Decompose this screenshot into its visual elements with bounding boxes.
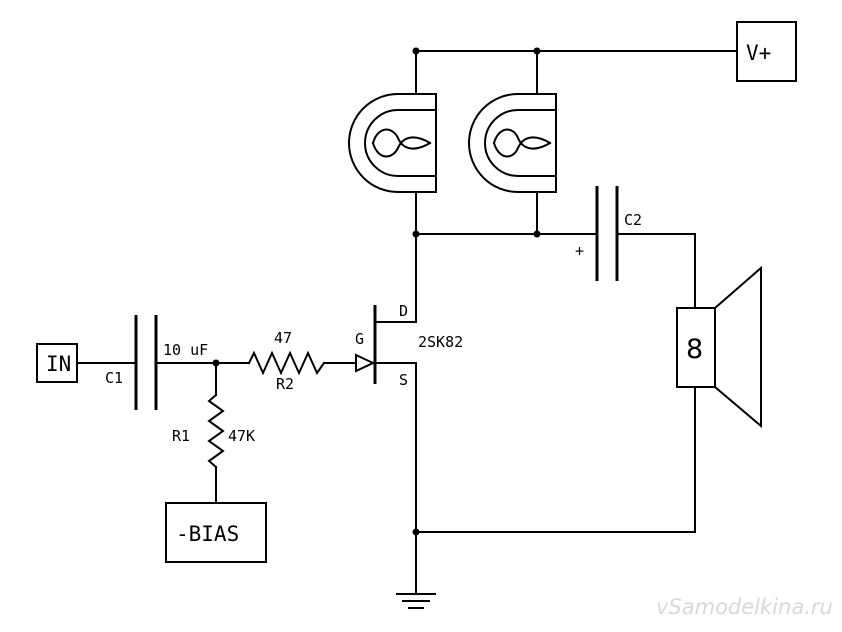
c1-label: C1: [105, 369, 123, 387]
transistor-2sk82: G D S 2SK82: [355, 302, 463, 389]
supply-label: V+: [746, 41, 771, 65]
junction-lamp-bus: [533, 230, 541, 238]
source-label: S: [399, 371, 408, 389]
c2-label: C2: [624, 211, 642, 229]
junction-ground: [412, 528, 420, 536]
input-box: IN: [36, 343, 78, 383]
lamp-2: [468, 50, 557, 235]
gate-label: G: [355, 330, 364, 348]
bias-label: -BIAS: [176, 522, 239, 546]
c2-polarity: +: [575, 242, 584, 260]
r2-label: R2: [276, 375, 294, 393]
watermark: vSamodelkina.ru: [656, 595, 833, 619]
bias-box: -BIAS: [165, 502, 267, 563]
r1-label: R1: [172, 427, 190, 445]
wire-speaker-return: [415, 386, 696, 533]
speaker: 8: [676, 265, 762, 429]
resistor-r2: 47 R2: [247, 329, 326, 393]
junction-drain: [412, 230, 420, 238]
r2-value: 47: [274, 329, 292, 347]
resistor-r1: R1 47K: [172, 362, 255, 504]
lamp-1: [348, 50, 437, 235]
c1-value: 10 uF: [163, 341, 208, 359]
ground-symbol: [396, 593, 436, 609]
r1-value: 47K: [228, 427, 255, 445]
drain-label: D: [399, 302, 408, 320]
speaker-label: 8: [686, 334, 703, 365]
wire-c2-speaker: [616, 233, 696, 309]
supply-box: V+: [736, 21, 797, 82]
input-label: IN: [46, 352, 71, 376]
transistor-label: 2SK82: [418, 333, 463, 351]
